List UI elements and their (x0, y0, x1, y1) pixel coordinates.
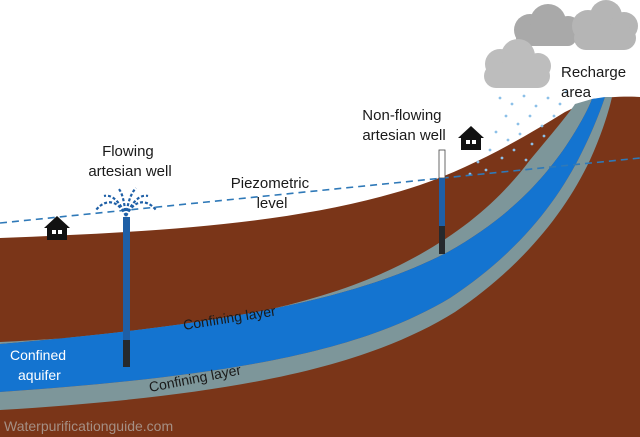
cloud-icon (484, 0, 638, 88)
piezometric-label-line2: level (257, 195, 288, 212)
confined-aquifer-label: Confined aquifer (10, 347, 70, 383)
non-flowing-well-screen (439, 226, 445, 254)
recharge-area-label: Recharge area (561, 64, 630, 101)
watermark: Waterpurificationguide.com (4, 418, 173, 434)
flowing-well-screen (123, 340, 130, 367)
house-icon (458, 126, 484, 150)
piezometric-level-label: Piezometric level (231, 175, 314, 212)
confined-aquifer (0, 97, 605, 392)
non-flowing-artesian-well (438, 149, 446, 254)
aquifer-label-line1: Confined (10, 347, 66, 363)
upper-confining-layer (0, 99, 592, 344)
recharge-label-line2: area (561, 84, 592, 101)
house-icon (44, 216, 70, 240)
flowing-well-label: Flowing artesian well (88, 143, 171, 180)
flowing-well-casing (123, 217, 130, 367)
non-flowing-well-water-column (439, 178, 445, 254)
flowing-artesian-well (95, 187, 157, 367)
non-flowing-well-label-line2: artesian well (362, 127, 445, 144)
non-flowing-well-label: Non-flowing artesian well (362, 107, 445, 144)
water-spray-icon (95, 187, 157, 217)
piezometric-label-line1: Piezometric (231, 175, 310, 192)
non-flowing-well-pipe (438, 149, 446, 179)
recharge-label-line1: Recharge (561, 64, 626, 81)
flowing-well-label-line2: artesian well (88, 163, 171, 180)
flowing-well-label-line1: Flowing (102, 143, 154, 160)
aquifer-label-line2: aquifer (18, 367, 61, 383)
rain-icon (468, 90, 568, 176)
non-flowing-well-label-line1: Non-flowing (362, 107, 441, 124)
